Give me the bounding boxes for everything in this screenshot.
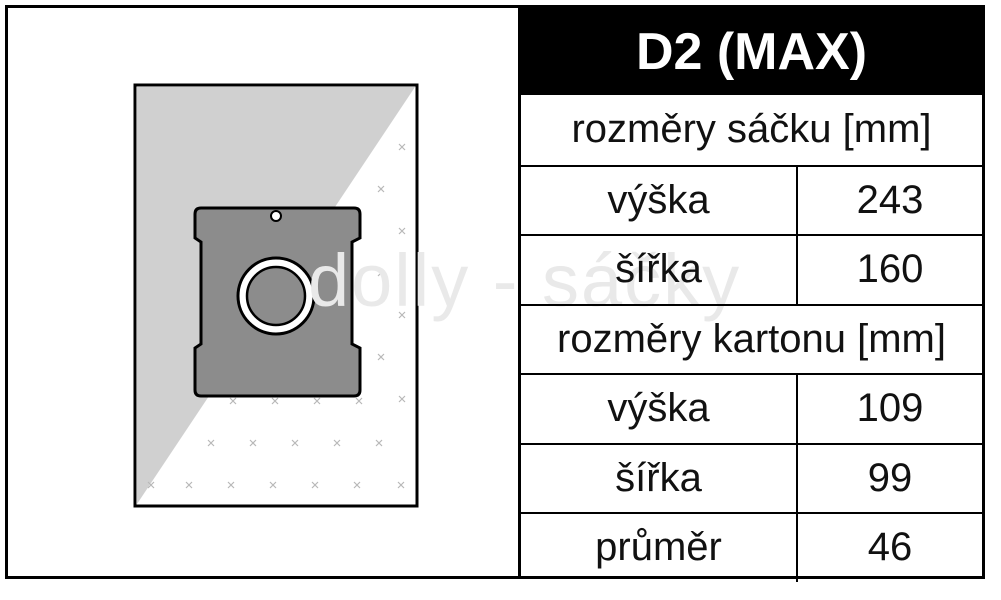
cardboard-width-value: 99 bbox=[867, 455, 913, 500]
bag-width-label: šířka bbox=[521, 236, 798, 304]
product-code: D2 (MAX) bbox=[521, 8, 982, 95]
bag-height-value: 243 bbox=[856, 177, 924, 222]
cardboard-height-label: výška bbox=[521, 375, 798, 443]
cardboard-width-label: šířka bbox=[521, 444, 798, 512]
cardboard-height-value: 109 bbox=[856, 386, 924, 431]
bag-illustration: dolly - sáčky bbox=[8, 8, 739, 576]
bag-dimensions-heading: rozměry sáčku [mm] bbox=[571, 107, 932, 152]
spec-sheet: dolly - sáčky D2 (MAX) rozměry sáčku [mm… bbox=[5, 5, 985, 582]
table-row: výška 243 bbox=[521, 164, 982, 234]
table-row: šířka 160 bbox=[521, 234, 982, 304]
watermark-text: dolly - sáčky bbox=[308, 239, 742, 322]
table-row: výška 109 bbox=[521, 373, 982, 443]
cardboard-diameter-value: 46 bbox=[867, 525, 913, 570]
cardboard-diameter-label: průměr bbox=[521, 514, 798, 582]
table-row: průměr 46 bbox=[521, 512, 982, 582]
bag-width-value: 160 bbox=[856, 247, 924, 292]
bag-height-label: výška bbox=[521, 166, 798, 234]
table-row: šířka 99 bbox=[521, 442, 982, 512]
spec-table: D2 (MAX) rozměry sáčku [mm] výška 243 ší… bbox=[518, 8, 982, 582]
vacuum-bag-icon bbox=[133, 83, 419, 508]
cardboard-dimensions-heading: rozměry kartonu [mm] bbox=[521, 303, 982, 374]
